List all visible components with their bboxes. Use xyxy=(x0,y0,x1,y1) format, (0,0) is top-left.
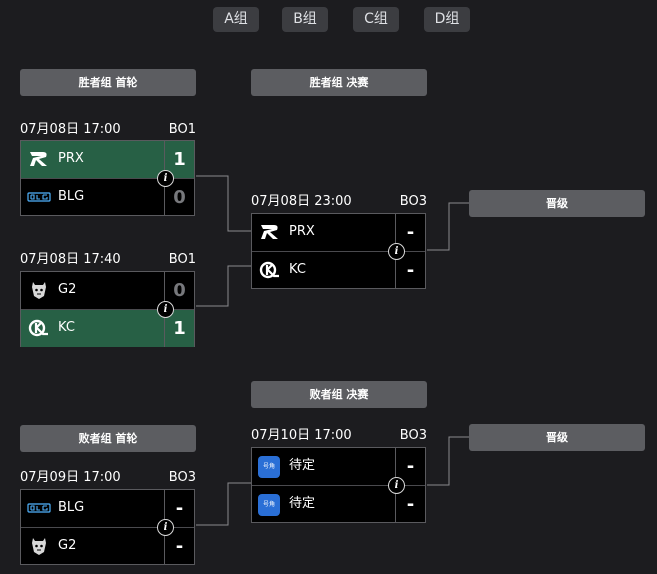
team-score: 0 xyxy=(164,272,194,309)
match-datetime: 07月08日 23:00 xyxy=(251,194,352,209)
tab-group-d[interactable]: D组 xyxy=(424,7,470,32)
header-losers-round1: 败者组 首轮 xyxy=(20,425,196,452)
team-score: - xyxy=(395,486,425,523)
header-winners-round1: 胜者组 首轮 xyxy=(20,69,196,96)
team-row: G2 - xyxy=(21,528,194,565)
match-card[interactable]: 号角 待定 - 号角 待定 - i xyxy=(251,447,426,523)
team-score: - xyxy=(164,528,194,565)
team-row: BLG 0 xyxy=(21,179,194,216)
team-score: 1 xyxy=(164,141,194,178)
header-losers-final: 败者组 决赛 xyxy=(251,381,427,408)
team-row: PRX - xyxy=(252,214,425,252)
tab-group-c[interactable]: C组 xyxy=(353,7,399,32)
match-datetime: 07月09日 17:00 xyxy=(20,470,121,485)
team-row: 号角 待定 - xyxy=(252,486,425,523)
match-meta: 07月08日 17:40 BO1 xyxy=(20,252,196,268)
team-name: KC xyxy=(58,320,75,335)
info-icon[interactable]: i xyxy=(157,519,174,536)
match-card[interactable]: PRX 1 BLG 0 i xyxy=(20,140,195,216)
match-meta: 07月08日 23:00 BO3 xyxy=(251,194,427,210)
prx-logo-icon xyxy=(30,152,47,166)
team-row: 号角 待定 - xyxy=(252,448,425,486)
match-format: BO1 xyxy=(168,252,196,267)
match-datetime: 07月08日 17:40 xyxy=(20,252,121,267)
tbd-team-icon: 号角 xyxy=(258,456,280,478)
team-name: G2 xyxy=(58,538,77,553)
team-name: PRX xyxy=(58,151,84,166)
team-row: KC - xyxy=(252,252,425,289)
team-score: 1 xyxy=(164,310,194,347)
kc-logo-icon xyxy=(259,261,279,279)
team-name: BLG xyxy=(58,189,85,204)
match-datetime: 07月10日 17:00 xyxy=(251,428,352,443)
team-name: BLG xyxy=(58,500,85,515)
match-format: BO3 xyxy=(168,470,196,485)
g2-logo-icon xyxy=(32,282,46,299)
info-icon[interactable]: i xyxy=(388,477,405,494)
team-score: - xyxy=(395,448,425,485)
match-format: BO1 xyxy=(168,122,196,137)
info-icon[interactable]: i xyxy=(388,243,405,260)
match-meta: 07月10日 17:00 BO3 xyxy=(251,428,427,444)
team-name: PRX xyxy=(289,224,315,239)
team-row: G2 0 xyxy=(21,272,194,310)
tab-group-b[interactable]: B组 xyxy=(282,7,328,32)
match-datetime: 07月08日 17:00 xyxy=(20,122,121,137)
match-card[interactable]: PRX - KC - i xyxy=(251,213,426,289)
team-score: - xyxy=(395,214,425,251)
advance-label-lower: 晋级 xyxy=(469,424,645,451)
team-name: KC xyxy=(289,262,306,277)
match-meta: 07月08日 17:00 BO1 xyxy=(20,122,196,138)
team-score: 0 xyxy=(164,179,194,216)
info-icon[interactable]: i xyxy=(157,301,174,318)
advance-label-upper: 晋级 xyxy=(469,190,645,217)
info-icon[interactable]: i xyxy=(157,170,174,187)
match-format: BO3 xyxy=(399,194,427,209)
blg-logo-icon xyxy=(27,192,51,202)
match-format: BO3 xyxy=(399,428,427,443)
tab-group-a[interactable]: A组 xyxy=(213,7,259,32)
team-row: BLG - xyxy=(21,490,194,528)
kc-logo-icon xyxy=(28,319,48,337)
team-score: - xyxy=(164,490,194,527)
g2-logo-icon xyxy=(32,538,46,555)
team-name: 待定 xyxy=(289,458,316,473)
match-card[interactable]: BLG - G2 - i xyxy=(20,489,195,565)
match-meta: 07月09日 17:00 BO3 xyxy=(20,470,196,486)
match-card[interactable]: G2 0 KC 1 i xyxy=(20,271,195,347)
team-name: 待定 xyxy=(289,496,316,511)
team-score: - xyxy=(395,252,425,289)
blg-logo-icon xyxy=(27,503,51,513)
header-winners-final: 胜者组 决赛 xyxy=(251,69,427,96)
tbd-team-icon: 号角 xyxy=(258,494,280,516)
prx-logo-icon xyxy=(261,225,278,239)
team-name: G2 xyxy=(58,282,77,297)
